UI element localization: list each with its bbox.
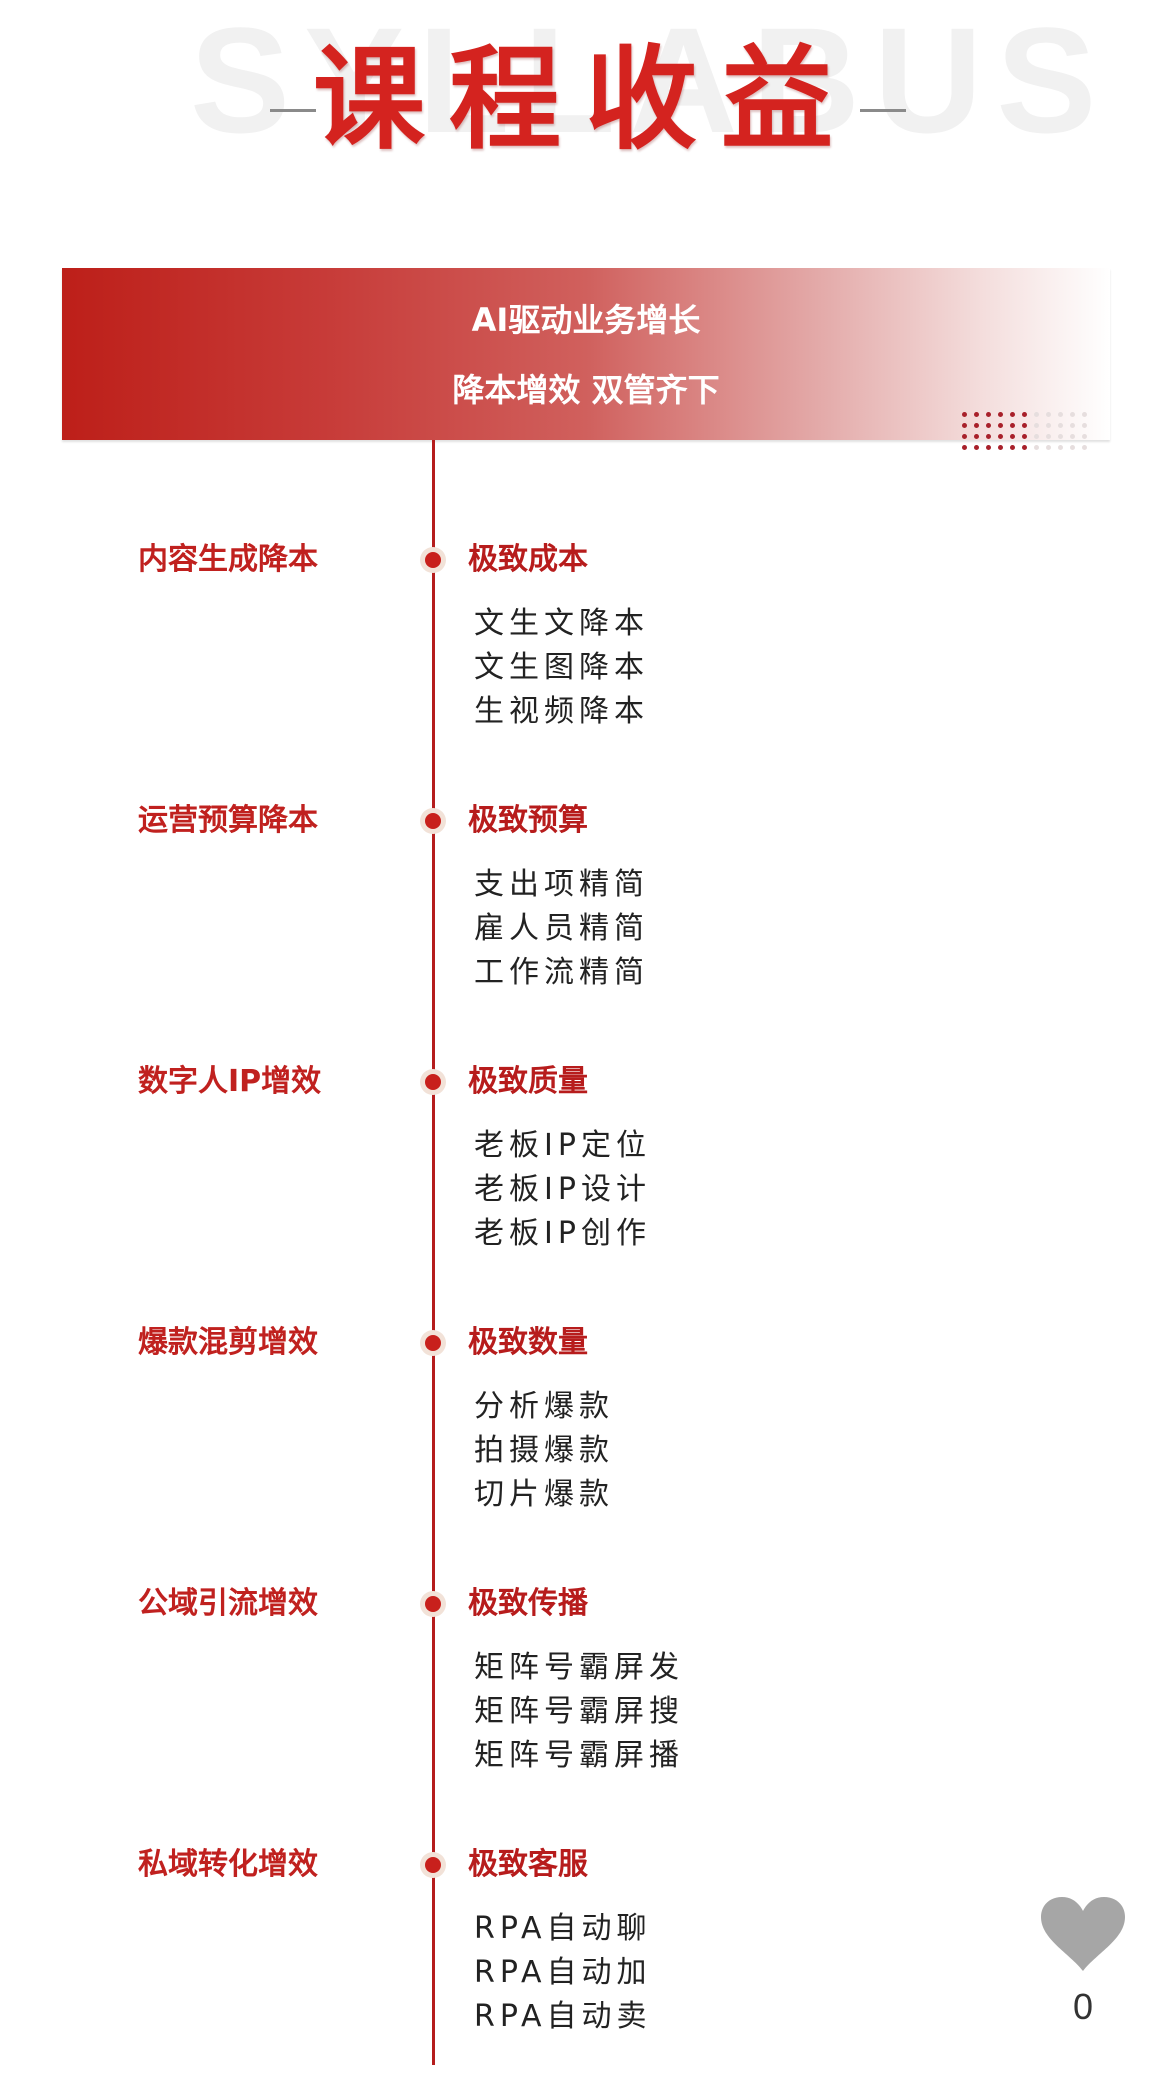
row-item: 老板IP创作 xyxy=(474,1216,651,1251)
row-item: RPA自动卖 xyxy=(474,1999,652,2034)
row-item: 文生图降本 xyxy=(474,650,649,685)
row-heading: 极致预算 xyxy=(468,803,588,838)
timeline-row: 爆款混剪增效 极致数量 分析爆款 拍摄爆款 切片爆款 xyxy=(0,1323,1170,1563)
row-heading: 极致客服 xyxy=(468,1847,588,1882)
row-item: 工作流精简 xyxy=(474,955,649,990)
row-item: 矩阵号霸屏搜 xyxy=(474,1694,684,1729)
timeline-line xyxy=(432,440,435,2065)
banner-line-1: AI驱动业务增长 xyxy=(471,301,701,339)
row-item: 老板IP定位 xyxy=(474,1128,651,1163)
banner: AI驱动业务增长 降本增效 双管齐下 xyxy=(62,268,1110,440)
row-item: 文生文降本 xyxy=(474,606,649,641)
row-heading: 极致传播 xyxy=(468,1586,588,1621)
row-items: RPA自动聊 RPA自动加 RPA自动卖 xyxy=(474,1907,652,2039)
title-divider-left xyxy=(270,109,316,112)
row-item: 切片爆款 xyxy=(474,1477,614,1512)
row-items: 支出项精简 雇人员精简 工作流精简 xyxy=(474,863,649,995)
row-item: RPA自动聊 xyxy=(474,1911,652,1946)
row-item: 老板IP设计 xyxy=(474,1172,651,1207)
timeline-row: 公域引流增效 极致传播 矩阵号霸屏发 矩阵号霸屏搜 矩阵号霸屏播 xyxy=(0,1584,1170,1824)
watermark-syllabus: SYLLABUS xyxy=(190,0,1111,164)
timeline-node-icon xyxy=(420,547,446,573)
row-items: 分析爆款 拍摄爆款 切片爆款 xyxy=(474,1385,614,1517)
row-item: 雇人员精简 xyxy=(474,911,649,946)
row-item: 生视频降本 xyxy=(474,694,649,729)
timeline-row: 数字人IP增效 极致质量 老板IP定位 老板IP设计 老板IP创作 xyxy=(0,1062,1170,1302)
row-category: 数字人IP增效 xyxy=(138,1064,322,1099)
row-category: 爆款混剪增效 xyxy=(138,1325,318,1360)
row-category: 公域引流增效 xyxy=(138,1586,318,1621)
banner-line-2: 降本增效 双管齐下 xyxy=(452,371,720,409)
row-category: 内容生成降本 xyxy=(138,542,318,577)
row-heading: 极致数量 xyxy=(468,1325,588,1360)
timeline-row: 私域转化增效 极致客服 RPA自动聊 RPA自动加 RPA自动卖 xyxy=(0,1845,1170,2085)
timeline-row: 内容生成降本 极致成本 文生文降本 文生图降本 生视频降本 xyxy=(0,540,1170,780)
timeline-node-icon xyxy=(420,1591,446,1617)
like-count: 0 xyxy=(1072,1986,1094,2027)
row-items: 老板IP定位 老板IP设计 老板IP创作 xyxy=(474,1124,651,1256)
row-item: 分析爆款 xyxy=(474,1389,614,1424)
timeline-node-icon xyxy=(420,808,446,834)
row-heading: 极致成本 xyxy=(468,542,588,577)
like-button[interactable]: 0 xyxy=(1038,1895,1128,2027)
row-item: 矩阵号霸屏播 xyxy=(474,1738,684,1773)
row-item: 支出项精简 xyxy=(474,867,649,902)
timeline-row: 运营预算降本 极致预算 支出项精简 雇人员精简 工作流精简 xyxy=(0,801,1170,1041)
row-items: 文生文降本 文生图降本 生视频降本 xyxy=(474,602,649,734)
heart-icon xyxy=(1041,1897,1125,1971)
row-item: 矩阵号霸屏发 xyxy=(474,1650,684,1685)
dot-grid-decoration xyxy=(962,412,1112,462)
title-divider-right xyxy=(860,109,906,112)
timeline-node-icon xyxy=(420,1069,446,1095)
row-items: 矩阵号霸屏发 矩阵号霸屏搜 矩阵号霸屏播 xyxy=(474,1646,684,1778)
row-item: RPA自动加 xyxy=(474,1955,652,1990)
row-category: 私域转化增效 xyxy=(138,1847,318,1882)
row-heading: 极致质量 xyxy=(468,1064,588,1099)
timeline-node-icon xyxy=(420,1852,446,1878)
timeline-node-icon xyxy=(420,1330,446,1356)
row-item: 拍摄爆款 xyxy=(474,1433,614,1468)
page-title: 课程收益 xyxy=(313,35,857,165)
row-category: 运营预算降本 xyxy=(138,803,318,838)
